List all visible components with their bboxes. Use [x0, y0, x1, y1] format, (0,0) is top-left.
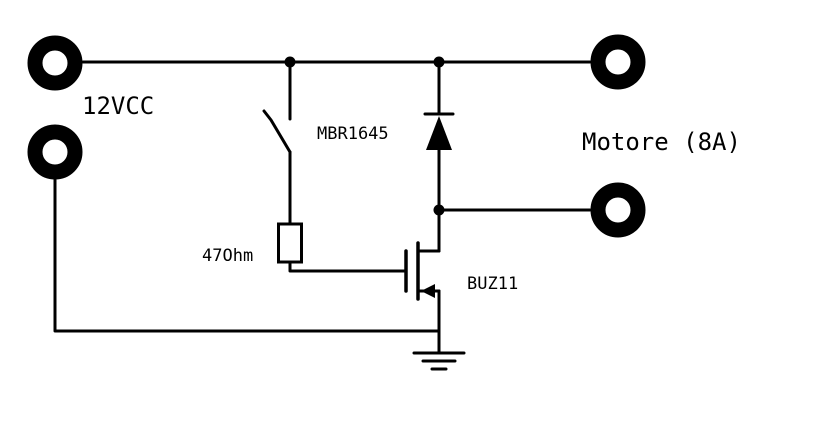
junction-drain-motor: [433, 204, 445, 216]
junction-switch-rail: [284, 56, 296, 68]
diode-part-label: MBR1645: [317, 124, 389, 144]
resistor-value-label: 47Ohm: [202, 246, 253, 266]
terminal-supply-negative: [27, 124, 83, 180]
switch-blade: [262, 109, 292, 154]
terminal-motor-bottom: [590, 182, 646, 238]
wire-gate: [288, 260, 408, 273]
terminal-supply-positive: [27, 35, 83, 91]
motor-label: Motore (8A): [582, 128, 741, 156]
wire-return-path: [53, 177, 441, 333]
junction-diode-rail: [433, 56, 445, 68]
diode-triangle: [426, 116, 452, 150]
supply-voltage-label: 12VCC: [82, 92, 154, 120]
resistor-body: [277, 222, 303, 264]
mosfet-part-label: BUZ11: [467, 274, 518, 294]
terminal-motor-top: [590, 34, 646, 90]
mosfet-arrow: [421, 284, 435, 298]
